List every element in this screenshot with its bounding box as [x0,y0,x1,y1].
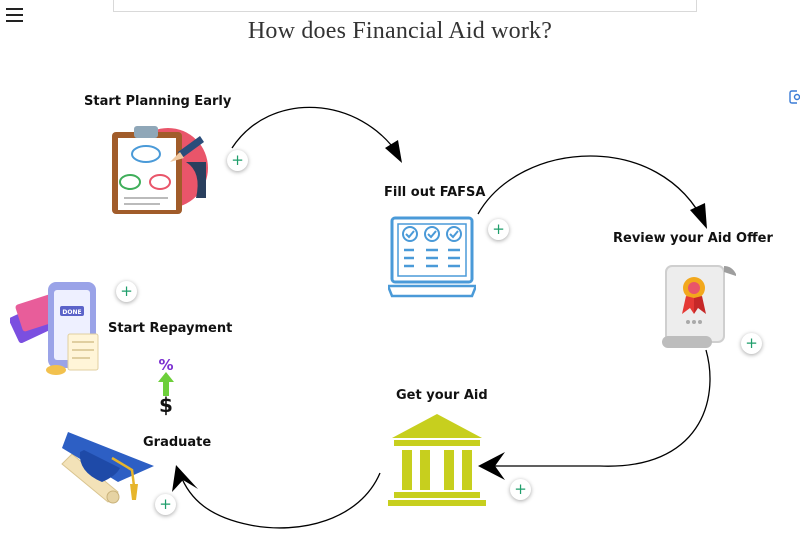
review-expand-button[interactable]: + [741,333,762,354]
step-label-get-aid: Get your Aid [396,388,488,403]
step-label-graduate: Graduate [143,435,212,450]
svg-text:$: $ [159,393,173,417]
clipboard-planning-icon [108,122,208,218]
percent-dollar-icon: % $ [156,356,176,418]
step-label-review: Review your Aid Offer [613,231,773,246]
step-label-planning: Start Planning Early [84,94,232,109]
certificate-icon [660,262,738,350]
svg-text:%: % [158,356,173,374]
step-label-repayment: Start Repayment [108,321,233,336]
graduate-expand-button[interactable]: + [155,494,176,515]
svg-text:DONE: DONE [62,309,81,316]
edge-settings-icon[interactable] [789,90,800,104]
page-title: How does Financial Aid work? [247,18,553,44]
get-aid-expand-button[interactable]: + [510,479,531,500]
step-label-fafsa: Fill out FAFSA [384,185,486,200]
top-search-box [113,0,697,12]
bank-icon [388,412,486,508]
cards-receipt-icon: DONE [10,278,102,378]
laptop-checklist-icon [388,216,476,298]
hamburger-menu-icon[interactable] [6,8,23,22]
repayment-expand-button[interactable]: + [116,281,137,302]
graduation-cap-icon [58,428,160,510]
fafsa-expand-button[interactable]: + [488,219,509,240]
planning-expand-button[interactable]: + [227,150,248,171]
